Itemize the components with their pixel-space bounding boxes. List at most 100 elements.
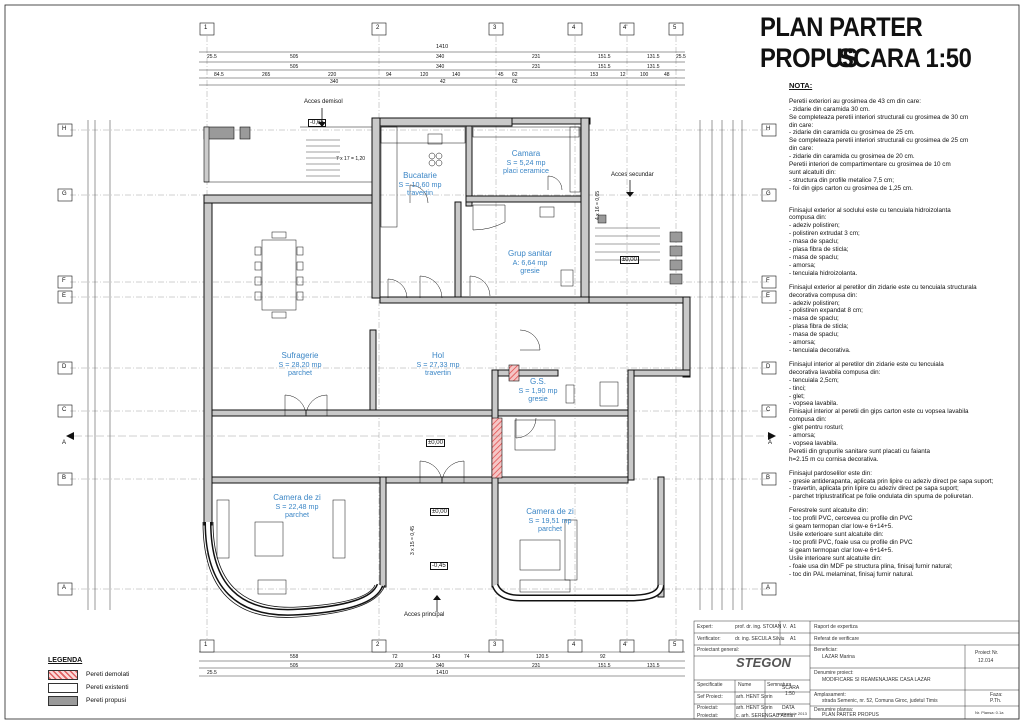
room-sufragerie: Sufragerie S = 28,20 mp parchet xyxy=(255,351,345,378)
dim-bottom-2: 72 xyxy=(392,654,398,660)
room-name: Grup sanitar xyxy=(507,249,553,258)
dim-top-r3c: 220 xyxy=(328,72,337,78)
room-name: Bucatarie xyxy=(403,171,437,180)
notes-line: - gresie antiderapanta, aplicata prin li… xyxy=(789,477,994,485)
level-minus-045: -0,45 xyxy=(430,562,448,570)
dim-top-r3b: 265 xyxy=(262,72,271,78)
grid-row-b: B xyxy=(62,475,67,481)
notes-line: - tencuiala hidroizolanta. xyxy=(789,269,858,277)
grid-row-f-right: F xyxy=(766,278,770,284)
dim-top-r3d: 94 xyxy=(386,72,392,78)
dim-bottom-5: 120.5 xyxy=(536,654,549,660)
tb-date-label: DATA xyxy=(782,705,795,711)
dim-bottom-r2e: 151.5 xyxy=(598,663,611,669)
grid-row-c-right: C xyxy=(766,407,771,413)
dim-top-r3a: 84.5 xyxy=(214,72,224,78)
dim-top-2: 505 xyxy=(290,54,299,60)
notes-line: - masa de spaclu; xyxy=(789,315,839,323)
grid-col-3-bottom: 3 xyxy=(493,642,497,648)
notes-line: - amorsa; xyxy=(789,261,816,269)
room-hol: Hol S = 27,33 mp travertin xyxy=(398,351,478,378)
grid-col-1-bottom: 1 xyxy=(204,642,208,648)
tb-sign-label: Semnatura xyxy=(767,682,792,688)
grid-row-e-right: E xyxy=(766,293,771,299)
notes-line: Finisajul interior al peretii din gips c… xyxy=(789,408,969,416)
notes-panel: NOTA: Peretii exteriori au grosimea de 4… xyxy=(789,82,1017,578)
tb-project-name-label: Denumire proiect: xyxy=(814,670,854,676)
notes-line: si geam termopan clar low-e 6+14+5. xyxy=(789,546,893,554)
dim-top-r2e: 131.5 xyxy=(647,64,660,70)
notes-line: - plasa fibra de sticla; xyxy=(789,246,849,254)
label-acces-principal: Acces principal xyxy=(404,612,445,618)
room-finish: travertin xyxy=(407,188,433,197)
tb-designer-label: Proiectant general: xyxy=(697,647,739,653)
dim-bottom-4: 74 xyxy=(464,654,470,660)
dim-total-top: 1410 xyxy=(436,44,449,50)
grid-col-3: 3 xyxy=(493,25,497,31)
dim-top-r3g: 45 xyxy=(498,72,504,78)
dim-bottom-3: 143 xyxy=(432,654,441,660)
notes-line: - plasa fibra de sticla; xyxy=(789,323,849,331)
grid-col-4-bottom: 4 xyxy=(572,642,576,648)
notes-line: compusa din: xyxy=(789,416,827,424)
dim-top-r3e: 120 xyxy=(420,72,429,78)
stair-secundar-note: 4 x 16 = 0,65 xyxy=(595,190,601,220)
notes-line: h=2.15 m cu cornisa decorativa. xyxy=(789,455,879,463)
tb-verif-label: Verificator: xyxy=(697,636,721,642)
notes-line: - polistiren expandat 8 cm; xyxy=(789,307,863,315)
dim-top-5: 151.5 xyxy=(598,54,611,60)
grid-col-5: 5 xyxy=(673,25,677,31)
room-finish: parchet xyxy=(288,368,312,377)
room-area: A: 6,64 mp xyxy=(512,257,548,267)
grid-col-5-bottom: 5 xyxy=(673,642,677,648)
notes-line: - toc profil PVC, foaie usa cu profile d… xyxy=(789,538,913,546)
room-name: G.S. xyxy=(529,377,546,386)
notes-line: - vopsea lavabila. xyxy=(789,400,839,408)
notes-heading: NOTA: xyxy=(789,81,813,90)
legend-label: Pereti demolati xyxy=(86,671,130,678)
notes-line: Usile exterioare sunt alcatuite din: xyxy=(789,531,884,538)
dim-bottom-r2b: 210 xyxy=(395,663,404,669)
notes-line: - masa de spaclu; xyxy=(789,238,839,246)
room-area: S = 22,48 mp xyxy=(275,501,319,511)
notes-line: compusa din: xyxy=(789,214,827,222)
room-name: Camera de zi xyxy=(273,493,321,502)
grid-col-4p: 4' xyxy=(623,25,628,31)
dim-bottom-small: 25.5 xyxy=(207,670,217,676)
room-camera-de-zi-2: Camera de zi S = 19,51 mp parchet xyxy=(505,507,595,534)
dim-bottom-r2d: 231 xyxy=(532,663,541,669)
dim-bottom-6: 92 xyxy=(600,654,606,660)
notes-line: - structura din profile metalice 7,5 cm; xyxy=(789,176,894,184)
tb-beneficiary-label: Beneficiar: xyxy=(814,647,838,653)
tb-drawn: c. arh. SERENGAU Adrian xyxy=(736,713,795,719)
room-finish: parchet xyxy=(538,524,562,533)
dim-top-r2b: 340 xyxy=(436,64,445,70)
legend-item-proposed: Pereti propusi xyxy=(48,694,248,707)
notes-line: - adeziv polistiren; xyxy=(789,299,840,307)
dim-top-r3j: 12 xyxy=(620,72,626,78)
notes-line: Se completeaza peretii interiori structu… xyxy=(789,137,969,145)
proposed-swatch xyxy=(48,695,78,706)
dim-top-r4b: 42 xyxy=(440,79,446,85)
tb-phase: P.Th. xyxy=(990,698,1002,704)
room-area: S = 28,20 mp xyxy=(278,359,322,369)
notes-line: - parchet triplustratificat pe folie ond… xyxy=(789,493,974,501)
level-000-acces: ±0,00 xyxy=(430,508,449,516)
notes-line: decorativa lavabila compusa din: xyxy=(789,368,881,376)
tb-verif-name: dr. ing. SECULA Silviu xyxy=(735,636,785,642)
demolished-wall xyxy=(491,417,503,479)
dim-top-3: 340 xyxy=(436,54,445,60)
grid-row-a-right: A xyxy=(766,585,771,591)
notes-paragraph-exterior: Finisajul exterior al peretilor din zida… xyxy=(789,284,1017,355)
notes-line: - tencuiala 2,5cm; xyxy=(789,376,839,384)
room-area: S = 5,24 mp xyxy=(506,157,546,167)
grid-row-d: D xyxy=(62,364,67,370)
tb-drawing: PLAN PARTER PROPUS xyxy=(822,712,879,718)
room-camera-de-zi-1: Camera de zi S = 22,48 mp parchet xyxy=(252,493,342,520)
notes-line: - glet; xyxy=(789,392,805,400)
tb-expert-doc: Raport de expertiza xyxy=(814,624,858,630)
tb-sheet: Nr. Plansa: 0.1a xyxy=(975,710,1004,715)
label-acces-secundar: Acces secundar xyxy=(611,172,654,178)
room-finish: gresie xyxy=(520,266,540,275)
notes-line: - zidarie din caramida cu grosimea de 25… xyxy=(789,129,915,137)
